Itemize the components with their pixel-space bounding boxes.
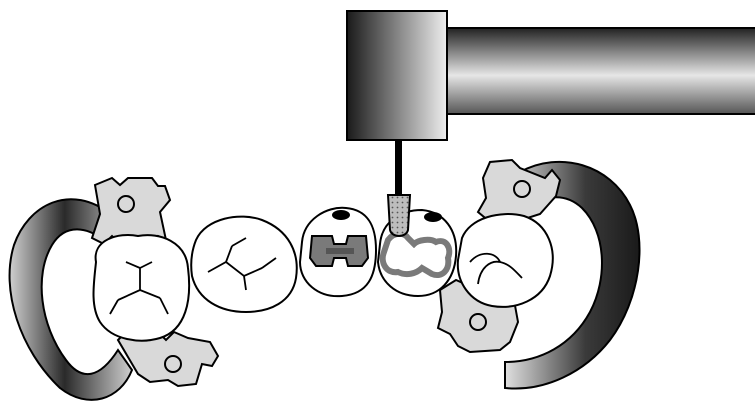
right-clamp-hole-bottom bbox=[470, 314, 486, 330]
bur-head bbox=[388, 195, 410, 236]
left-clamp-hole-bottom bbox=[165, 356, 181, 372]
premolar-2-pit bbox=[424, 212, 442, 222]
premolar-1-pit bbox=[332, 210, 350, 220]
premolar-tooth-icon bbox=[300, 208, 376, 296]
molar-1-outline bbox=[94, 235, 190, 341]
molar-tooth-icon bbox=[191, 217, 297, 312]
molar-2-outline bbox=[191, 217, 297, 312]
cavity-preparation-inner bbox=[400, 248, 428, 264]
right-clamp-hole-top bbox=[514, 181, 530, 197]
handpiece-shaft bbox=[445, 28, 755, 114]
bur-shank bbox=[395, 140, 402, 196]
bur-icon bbox=[388, 195, 410, 236]
molar-tooth-icon bbox=[458, 214, 553, 307]
cavity-floor bbox=[326, 248, 354, 254]
handpiece-head bbox=[347, 11, 447, 140]
left-clamp-hole-top bbox=[118, 196, 134, 212]
molar-tooth-icon bbox=[94, 235, 190, 341]
